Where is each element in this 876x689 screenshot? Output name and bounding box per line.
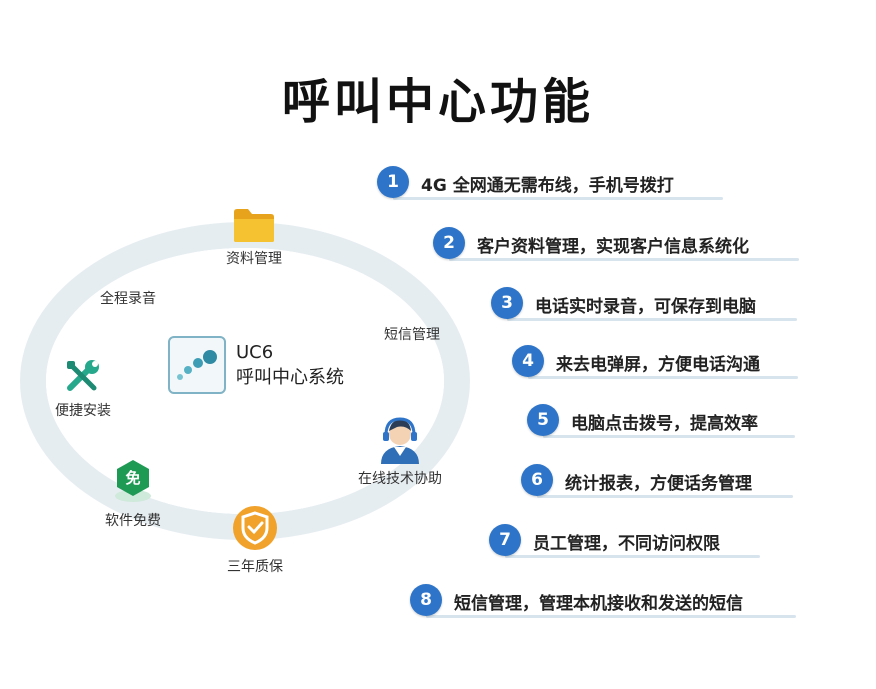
feature-text: 来去电弹屏，方便电话沟通 — [556, 355, 760, 375]
folder-icon — [234, 209, 274, 242]
ring-node-label: 在线技术协助 — [358, 471, 442, 487]
feature-number: 2 — [433, 227, 465, 259]
ring-node-label: 软件免费 — [105, 513, 161, 529]
feature-text: 电脑点击拨号，提高效率 — [571, 414, 758, 434]
page-title: 呼叫中心功能 — [281, 74, 594, 130]
feature-text: 4G 全网通无需布线，手机号拨打 — [421, 176, 674, 196]
center-system-label: UC6 呼叫中心系统 — [236, 340, 344, 390]
ring-node-label: 三年质保 — [227, 559, 283, 575]
ring-node-label: 短信管理 — [384, 327, 440, 343]
tools-icon — [67, 360, 99, 391]
feature-text: 统计报表，方便话务管理 — [565, 474, 752, 494]
feature-number: 7 — [489, 524, 521, 556]
feature-text: 电话实时录音，可保存到电脑 — [535, 297, 756, 317]
feature-number: 4 — [512, 345, 544, 377]
feature-number: 1 — [377, 166, 409, 198]
ring-node-easy-install: 便捷安装 — [46, 358, 120, 420]
feature-text: 客户资料管理，实现客户信息系统化 — [477, 237, 749, 257]
ring-node-label: 便捷安装 — [55, 403, 111, 419]
free-badge-icon: 免 — [111, 458, 155, 506]
headset-agent-icon — [381, 417, 419, 464]
free-badge-text: 免 — [125, 469, 141, 487]
ring-node-sms-management: 短信管理 — [376, 320, 448, 344]
feature-number: 8 — [410, 584, 442, 616]
feature-number: 3 — [491, 287, 523, 319]
ring-node-warranty: 三年质保 — [218, 504, 292, 576]
ring-node-free-software: 免 软件免费 — [96, 458, 170, 530]
uc6-bubbles-logo-icon — [168, 336, 226, 394]
system-name: UC6 — [236, 342, 274, 363]
ring-node-full-recording: 全程录音 — [92, 284, 164, 308]
ring-center-area — [46, 248, 444, 514]
feature-text: 短信管理，管理本机接收和发送的短信 — [454, 594, 743, 614]
ring-node-online-support: 在线技术协助 — [352, 414, 448, 488]
feature-number: 6 — [521, 464, 553, 496]
ring-node-data-management: 资料管理 — [216, 206, 292, 268]
ring-node-label: 资料管理 — [226, 251, 282, 267]
ring-node-label: 全程录音 — [100, 291, 156, 307]
feature-text: 员工管理，不同访问权限 — [533, 534, 720, 554]
shield-check-icon — [233, 506, 277, 550]
system-subtitle: 呼叫中心系统 — [236, 367, 344, 388]
feature-number: 5 — [527, 404, 559, 436]
